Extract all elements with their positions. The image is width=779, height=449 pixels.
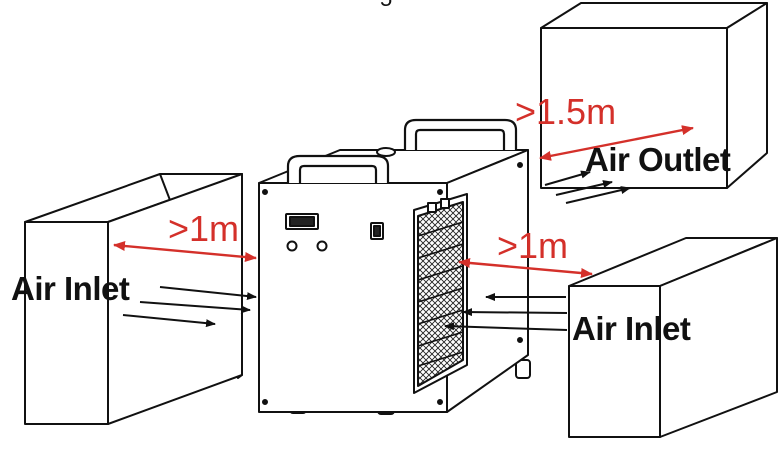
- chiller-unit: [258, 147, 531, 415]
- left-wall-box: [24, 173, 243, 425]
- page-number: 5: [380, 0, 392, 10]
- left-clearance-label: >1m: [168, 208, 240, 249]
- chiller-handles: [286, 118, 518, 183]
- airflow-arrows: [122, 170, 631, 331]
- right-wall-box: [568, 237, 778, 438]
- right-clearance-label: >1m: [497, 225, 569, 266]
- air-outlet-label: Air Outlet: [585, 141, 731, 178]
- clearance-arrows: [113, 125, 694, 278]
- air-inlet-left-label: Air Inlet: [11, 270, 130, 307]
- top-clearance-label: >1.5m: [515, 91, 617, 132]
- air-inlet-right-label: Air Inlet: [572, 310, 691, 347]
